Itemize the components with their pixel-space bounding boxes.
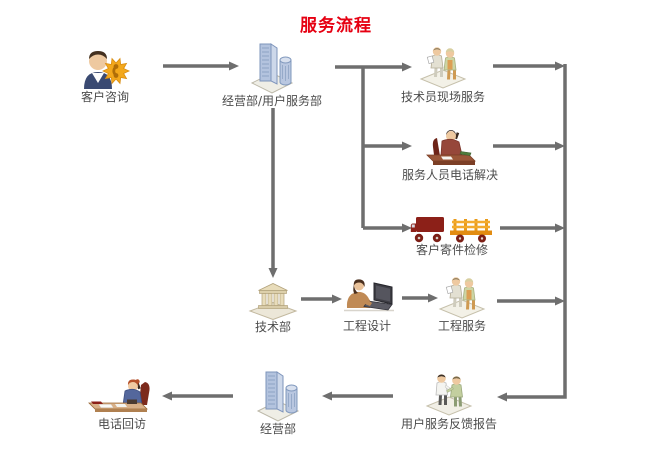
arrow-engineering-service-to-collector	[497, 296, 565, 306]
delivery-truck-icon	[410, 213, 494, 243]
arrow-business-to-followup	[162, 391, 233, 401]
node-label: 用户服务反馈报告	[400, 417, 497, 431]
arrow-dept-down-to-technical	[268, 108, 278, 278]
node-label: 工程服务	[437, 319, 486, 333]
two-technicians-icon	[417, 42, 469, 90]
node-phone-followup: 电话回访	[62, 375, 182, 432]
node-label: 电话回访	[97, 417, 146, 431]
node-customer-inquiry: 客户咨询	[50, 42, 160, 105]
arrow-branch-to-phone-resolution	[363, 141, 412, 151]
arrow-onsite-to-collector	[493, 61, 565, 71]
diagram-title: 服务流程	[300, 16, 372, 36]
arrow-mail-repair-to-collector	[500, 223, 565, 233]
node-phone-resolution: 服务人员电话解决	[390, 128, 510, 183]
node-mail-in-repair: 客户寄件检修	[392, 213, 512, 258]
arrow-dept-to-onsite	[335, 62, 412, 72]
node-business-user-service-dept: 经营部/用户服务部	[212, 40, 332, 109]
node-label: 工程设计	[342, 319, 391, 333]
person-phone-burst-icon	[79, 42, 131, 90]
node-label: 客户咨询	[80, 90, 129, 104]
node-label: 经营部/用户服务部	[221, 94, 323, 108]
node-label: 技术部	[254, 320, 291, 334]
person-at-laptop-icon	[338, 277, 396, 319]
node-onsite-service: 技术员现场服务	[383, 42, 503, 105]
node-label: 经营部	[259, 422, 296, 436]
person-at-desk-callback-icon	[85, 375, 159, 417]
node-technical-dept: 技术部	[223, 280, 323, 335]
arrow-branch-to-mail-repair	[363, 223, 412, 233]
office-buildings-icon	[244, 40, 300, 94]
node-feedback-report: 用户服务反馈报告	[384, 371, 514, 432]
arrow-technical-to-design	[301, 294, 342, 304]
node-label: 技术员现场服务	[400, 90, 485, 104]
handshake-people-icon	[421, 371, 477, 417]
office-buildings-icon	[250, 368, 306, 422]
node-business-dept: 经营部	[218, 368, 338, 437]
two-technicians-icon	[436, 273, 488, 319]
person-at-desk-phone-icon	[421, 128, 479, 168]
arrow-design-to-engineering-service	[402, 293, 438, 303]
node-engineering-design: 工程设计	[317, 277, 417, 334]
classical-building-icon	[246, 280, 300, 321]
arrow-feedback-to-business	[322, 391, 393, 401]
arrow-inquiry-to-dept	[163, 61, 239, 71]
node-label: 服务人员电话解决	[401, 168, 498, 182]
collector-line-and-arrow-to-feedback	[497, 64, 567, 402]
node-label: 客户寄件检修	[415, 243, 488, 257]
node-engineering-service: 工程服务	[412, 273, 512, 334]
arrow-phone-resolution-to-collector	[493, 141, 565, 151]
